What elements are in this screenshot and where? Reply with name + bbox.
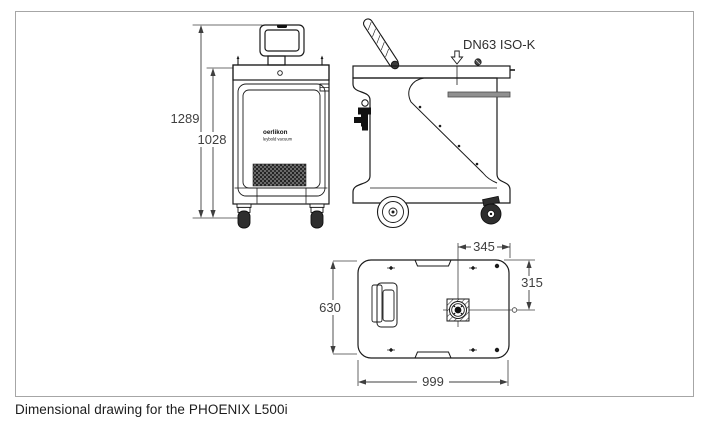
dim-flange-to-front-label: 315: [521, 275, 543, 290]
logo-sub: leybold vacuum: [263, 137, 293, 142]
top-view: 345 315 630 999: [314, 239, 546, 389]
side-support-bar: [447, 91, 511, 98]
side-handle: [362, 18, 400, 70]
drawing-frame: 1289 1028: [15, 11, 694, 397]
side-valve-fitting: [354, 99, 371, 131]
side-diagonal-rivets: [418, 105, 479, 166]
front-casters: [236, 203, 325, 229]
dim-flange-to-right-label: 345: [473, 239, 495, 254]
top-screw: [494, 263, 500, 269]
front-monitor: [259, 24, 305, 66]
top-alignment-marks: [387, 265, 477, 353]
side-view: DN63 ISO-K: [352, 18, 536, 229]
side-body: [352, 65, 515, 204]
logo-brand: oerlikon: [263, 129, 288, 136]
top-body: [357, 259, 510, 359]
top-screw: [494, 347, 500, 353]
side-top-bolt: [474, 58, 482, 66]
side-wheels: [376, 195, 502, 229]
top-flange: [446, 298, 470, 322]
dim-body-height-label: 1028: [198, 132, 227, 147]
front-extension-lines: [192, 24, 263, 219]
front-grille: [252, 163, 307, 187]
dim-total-height-label: 1289: [171, 111, 200, 126]
dim-depth-label: 630: [319, 300, 341, 315]
dim-width-label: 999: [422, 374, 444, 389]
front-view: 1289 1028: [171, 24, 330, 229]
front-body: [232, 55, 330, 205]
drawing-canvas: 1289 1028: [171, 18, 546, 389]
caption: Dimensional drawing for the PHOENIX L500…: [15, 402, 288, 417]
port-label: DN63 ISO-K: [463, 37, 536, 52]
port-arrow-icon: [450, 50, 464, 65]
